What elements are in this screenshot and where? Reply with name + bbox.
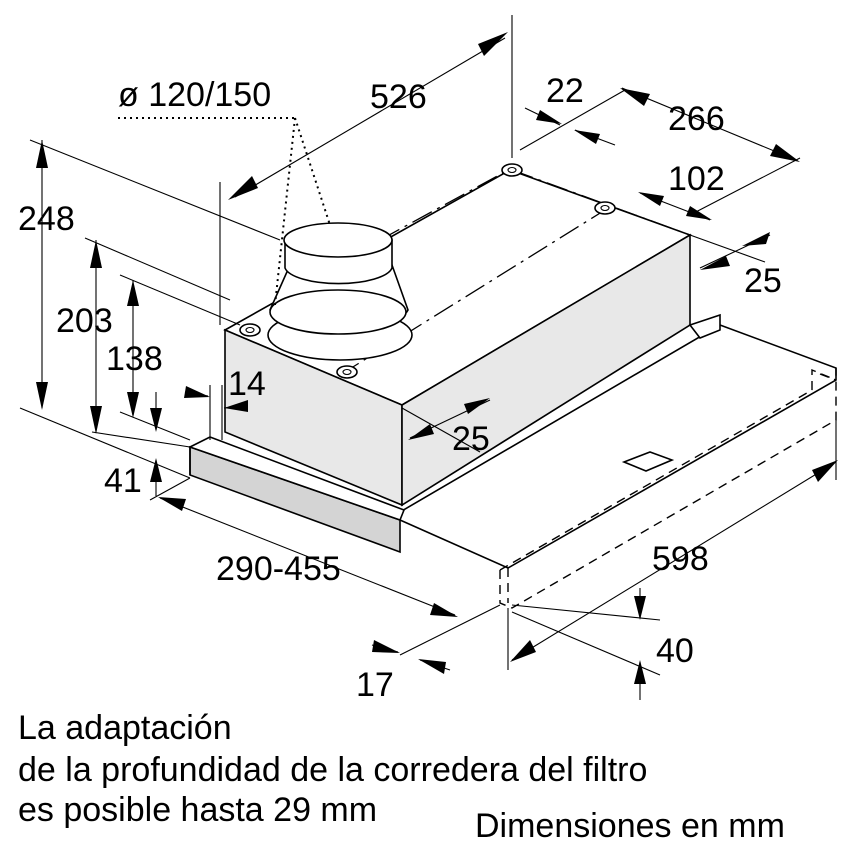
units-label: Dimensiones en mm <box>475 807 785 845</box>
height-138-label: 138 <box>106 340 163 378</box>
side-25-front-label: 25 <box>452 420 490 458</box>
note-line-3: es posible hasta 29 mm <box>18 791 378 829</box>
height-248-label: 248 <box>18 200 75 238</box>
offset-22-label: 22 <box>546 72 584 110</box>
duct-diameter-label: ø 120/150 <box>118 76 271 114</box>
duct-collar <box>267 222 413 361</box>
base-plate <box>187 313 721 554</box>
depth-range-label: 290-455 <box>216 550 341 588</box>
offset-14-label: 14 <box>228 365 266 403</box>
note-line-1: La adaptación <box>18 709 232 747</box>
note-line-2: de la profundidad de la corredera del fi… <box>18 751 648 789</box>
width-598-label: 598 <box>652 540 709 578</box>
width-526-label: 526 <box>370 78 427 116</box>
extension-lines <box>19 15 837 676</box>
depth-102-label: 102 <box>668 160 725 198</box>
depth-266-label: 266 <box>668 100 725 138</box>
dimension-labels: ø 120/150 526 22 266 102 25 248 203 138 … <box>18 72 782 704</box>
offset-17-label: 17 <box>356 666 394 704</box>
side-25-right-label: 25 <box>744 262 782 300</box>
height-41-label: 41 <box>104 462 142 500</box>
dimension-lines <box>36 32 838 700</box>
height-40-label: 40 <box>656 632 694 670</box>
duct-leader <box>118 117 331 306</box>
height-203-label: 203 <box>56 302 113 340</box>
